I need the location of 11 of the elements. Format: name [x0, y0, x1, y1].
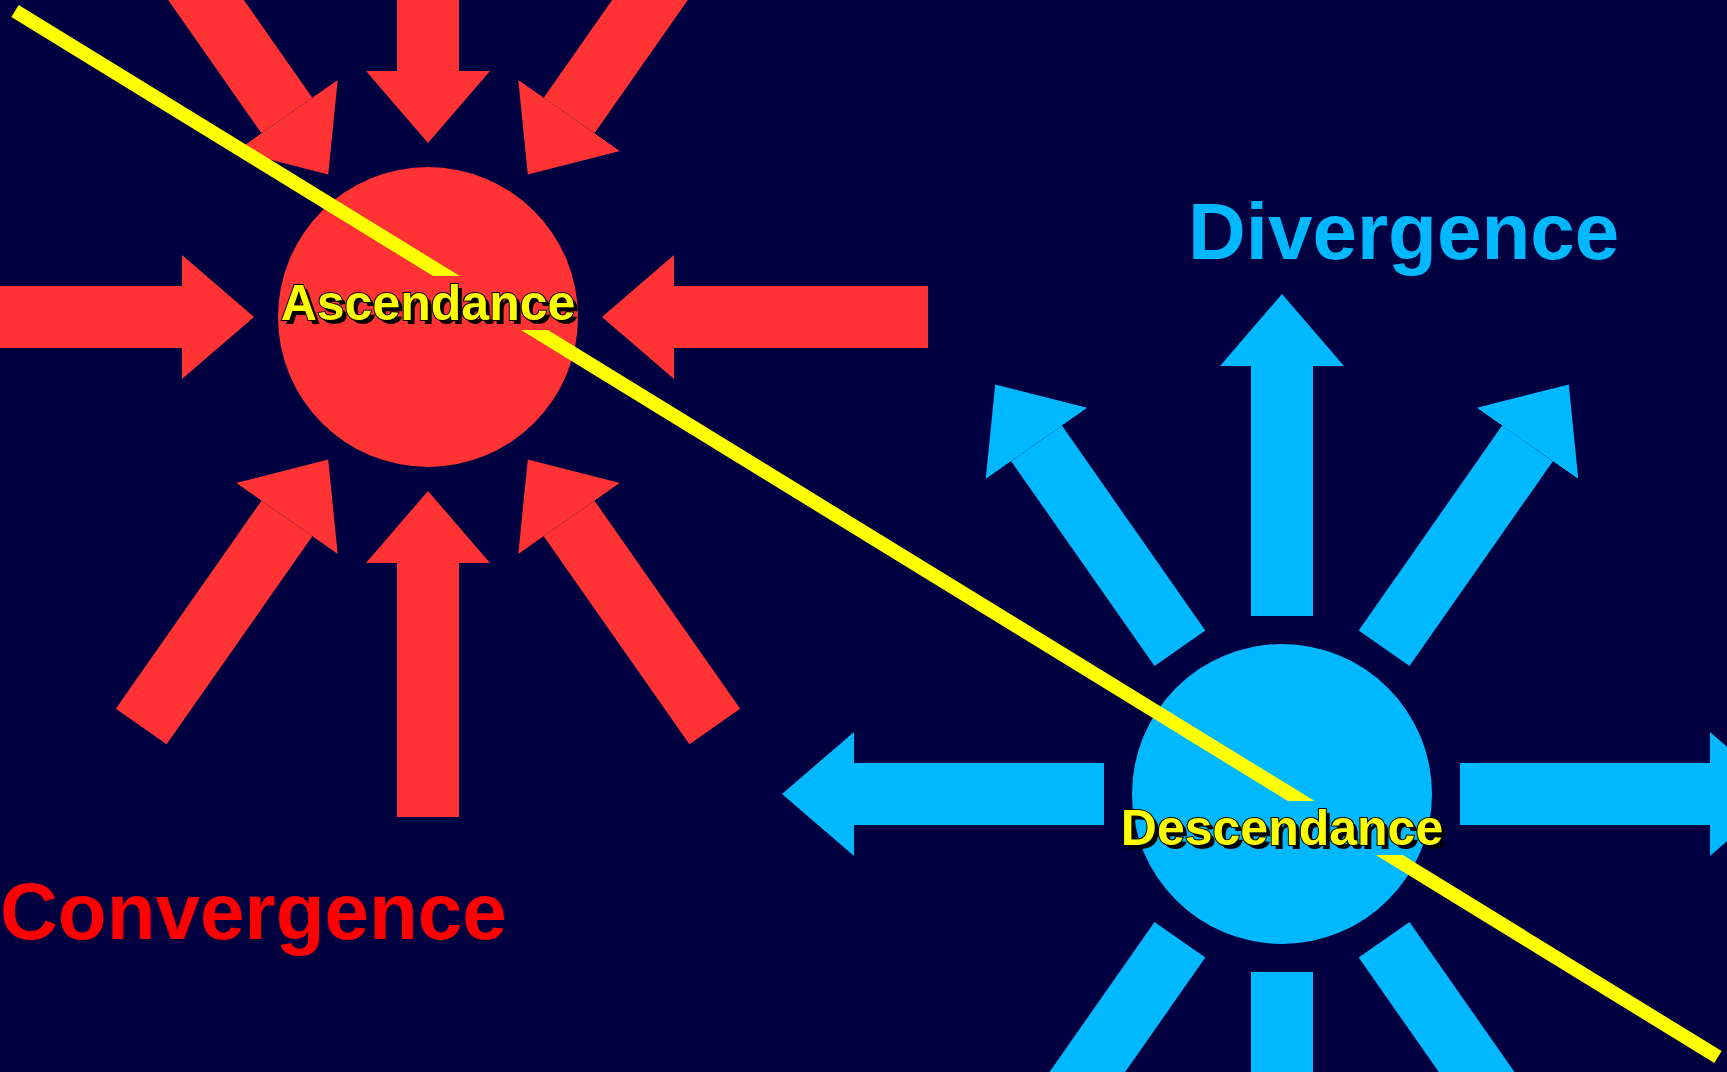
circle-label: Ascendance — [280, 278, 576, 328]
block-arrow — [518, 459, 741, 745]
block-arrow — [366, 0, 490, 143]
block-arrow — [0, 255, 254, 379]
block-arrow — [1358, 384, 1579, 666]
block-arrow — [115, 459, 338, 745]
block-arrow — [1460, 732, 1727, 856]
block-arrow — [1220, 294, 1344, 616]
block-arrow — [782, 732, 1104, 856]
block-arrow — [602, 255, 928, 379]
block-arrow — [366, 491, 490, 817]
